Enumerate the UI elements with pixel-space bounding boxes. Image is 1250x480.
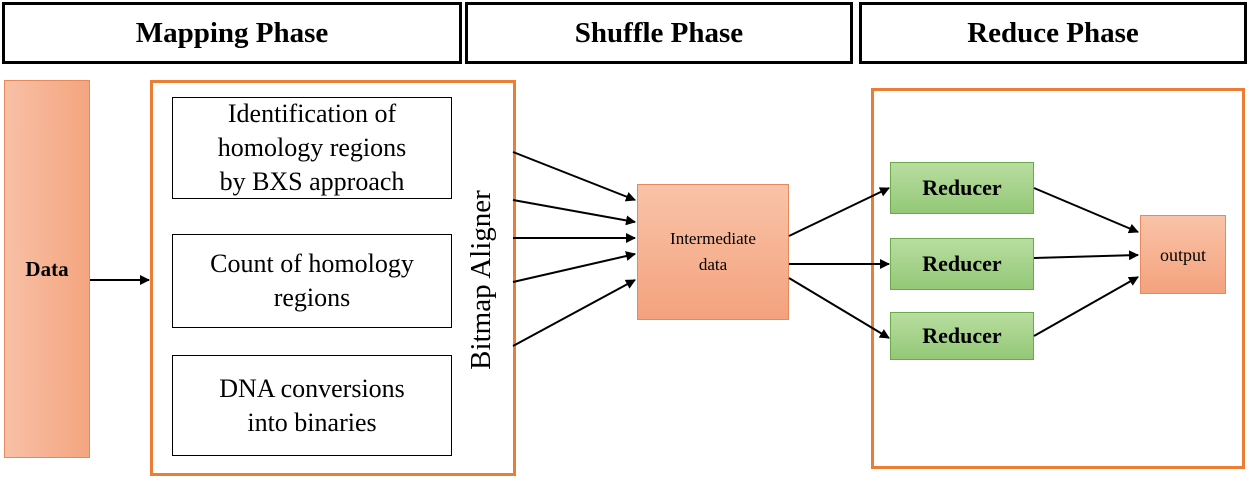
shuffle-phase-header: Shuffle Phase: [465, 2, 853, 64]
arrow-mapper-to-intermediate-2: [512, 199, 636, 226]
output-box: output: [1140, 215, 1226, 294]
shuffle-phase-title: Shuffle Phase: [574, 16, 744, 49]
step-dna-conversion-text: DNA conversions into binaries: [219, 373, 405, 437]
mapping-phase-title: Mapping Phase: [135, 16, 329, 49]
step-count-text: Count of homology regions: [210, 249, 414, 312]
reduce-phase-title: Reduce Phase: [967, 16, 1139, 49]
arrow-mapper-to-intermediate-4: [512, 251, 636, 283]
arrow-reducer-2-to-output: [1033, 250, 1139, 261]
step-identification: Identification of homology regions by BX…: [172, 97, 452, 199]
arrow-intermediate-to-reducer-1: [788, 187, 890, 237]
reducer-3: Reducer: [890, 312, 1034, 360]
reducer-1-label: Reducer: [922, 175, 1002, 200]
arrow-intermediate-to-reducer-3: [788, 277, 890, 339]
data-label: Data: [25, 256, 69, 281]
arrow-mapper-to-intermediate-1: [512, 151, 636, 202]
data-block: Data: [4, 80, 90, 458]
step-dna-conversion: DNA conversions into binaries: [172, 355, 452, 456]
reducer-1: Reducer: [890, 162, 1034, 214]
mapping-phase-header: Mapping Phase: [2, 2, 462, 64]
intermediate-data-label: Intermediate data: [670, 229, 756, 274]
arrow-reducer-3-to-output: [1033, 276, 1139, 337]
step-identification-text: Identification of homology regions by BX…: [217, 99, 407, 196]
reducer-2: Reducer: [890, 238, 1034, 290]
arrow-reducer-1-to-output: [1033, 187, 1139, 234]
reduce-phase-header: Reduce Phase: [859, 2, 1247, 64]
reducer-2-label: Reducer: [922, 251, 1002, 276]
intermediate-data-box: Intermediate data: [637, 184, 789, 320]
step-count: Count of homology regions: [172, 234, 452, 328]
reducer-3-label: Reducer: [922, 323, 1002, 348]
output-label: output: [1159, 244, 1206, 265]
arrow-mapper-to-intermediate-5: [512, 279, 636, 347]
